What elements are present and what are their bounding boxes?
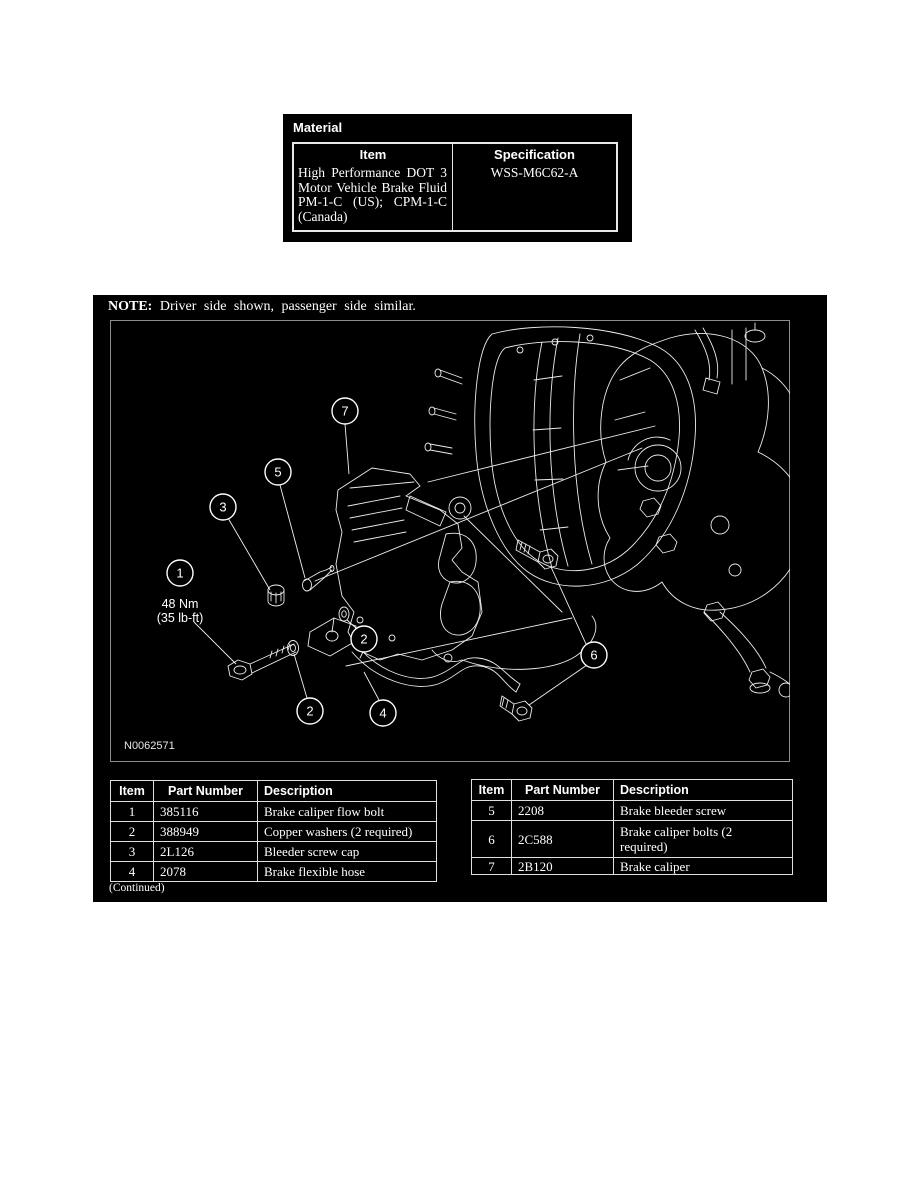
caliper-bolts-drawing [499, 539, 559, 722]
description-cell: Brake bleeder screw [613, 800, 792, 820]
brake-caliper-drawing [335, 467, 483, 663]
description-column-header: Description [257, 781, 436, 801]
description-column-header: Description [613, 780, 792, 800]
callout-2b-label: 2 [306, 704, 313, 719]
part-number-cell: 385116 [153, 801, 257, 821]
material-table-header-row: Item Specification [294, 144, 616, 165]
item-column-header: Item [119, 783, 145, 798]
callout-7-circle [331, 397, 359, 425]
material-section-title: Material [293, 120, 343, 135]
material-item-column-header: Item [294, 144, 453, 165]
description-cell: Bleeder screw cap [257, 841, 436, 861]
item-cell: 3 [111, 841, 153, 861]
parts-table-header-row: Item Part Number Description [111, 781, 436, 801]
callout-5-label: 5 [274, 465, 281, 480]
callout-5-circle [264, 458, 292, 486]
material-item-cell: High Performance DOT 3 Motor Vehicle Bra… [294, 165, 453, 230]
material-table: Item Specification High Performance DOT … [292, 142, 618, 232]
part-number-cell: 2C588 [511, 820, 613, 857]
callout-6-label: 6 [590, 648, 597, 663]
parts-table-right: Item Part Number Description 5 2208 Brak… [471, 779, 793, 875]
part-number-cell: 2B120 [511, 857, 613, 874]
description-cell: Brake caliper flow bolt [257, 801, 436, 821]
assembly-alignment-lines [314, 425, 656, 670]
description-cell: Copper washers (2 required) [257, 821, 436, 841]
note-text: Driver side shown, passenger side simila… [159, 299, 416, 314]
item-cell: 7 [472, 857, 511, 874]
material-section: Material Item Specification High Perform… [283, 114, 632, 242]
material-specification-column-header: Specification [494, 147, 575, 162]
bleeder-cap-and-screw-drawing [267, 565, 335, 607]
callout-4-label: 4 [379, 706, 386, 721]
callout-balloons: 1 2 2 3 4 5 6 7 [166, 397, 608, 727]
torque-value-line2: (35 lb-ft) [157, 611, 204, 625]
figure-id: N0062571 [124, 740, 175, 752]
callout-leader-lines [193, 423, 588, 706]
item-cell: 4 [111, 861, 153, 881]
description-cell: Brake flexible hose [257, 861, 436, 881]
flow-bolt-washers-hose-drawing [227, 606, 521, 693]
material-specification-cell: WSS-M6C62-A [490, 165, 579, 180]
note-label: NOTE: [108, 299, 153, 314]
callout-3-circle [209, 493, 237, 521]
callout-2a-label: 2 [360, 632, 367, 647]
callout-6-circle [580, 641, 608, 669]
item-cell: 1 [111, 801, 153, 821]
parts-table-header-row: Item Part Number Description [472, 780, 792, 800]
part-number-cell: 388949 [153, 821, 257, 841]
knuckle-hub-rotor-drawing [424, 322, 790, 698]
part-number-column-header: Part Number [153, 781, 257, 801]
table-row: 7 2B120 Brake caliper [472, 857, 792, 874]
part-number-cell: 2208 [511, 800, 613, 820]
item-cell: 5 [472, 800, 511, 820]
description-cell: Brake caliper [613, 857, 792, 874]
item-column-header: Item [478, 782, 505, 797]
callout-1-label: 1 [176, 566, 183, 581]
table-row: 3 2L126 Bleeder screw cap [111, 841, 436, 861]
part-number-cell: 2L126 [153, 841, 257, 861]
continued-note: (Continued) [109, 882, 165, 894]
callout-4-circle [369, 699, 397, 727]
part-number-cell: 2078 [153, 861, 257, 881]
callout-3-label: 3 [219, 500, 226, 515]
callout-2b-circle [296, 697, 324, 725]
table-row: 4 2078 Brake flexible hose [111, 861, 436, 881]
table-row: 1 385116 Brake caliper flow bolt [111, 801, 436, 821]
parts-table-left: Item Part Number Description 1 385116 Br… [110, 780, 437, 882]
table-row: 6 2C588 Brake caliper bolts (2 required) [472, 820, 792, 857]
diagram-note: NOTE: Driver side shown, passenger side … [108, 299, 416, 315]
callout-2a-circle [350, 625, 378, 653]
table-row: 2 388949 Copper washers (2 required) [111, 821, 436, 841]
callout-1-circle [166, 559, 194, 587]
material-table-row: High Performance DOT 3 Motor Vehicle Bra… [294, 165, 616, 230]
item-cell: 2 [111, 821, 153, 841]
illustration-frame-border [110, 320, 790, 762]
part-number-column-header: Part Number [511, 780, 613, 800]
brake-caliper-diagram-panel: NOTE: Driver side shown, passenger side … [93, 295, 827, 902]
callout-7-label: 7 [341, 404, 348, 419]
exploded-view-illustration: 1 2 2 3 4 5 6 7 48 Nm (35 lb-ft) N006257… [110, 320, 790, 762]
item-cell: 6 [472, 820, 511, 857]
table-row: 5 2208 Brake bleeder screw [472, 800, 792, 820]
torque-value-line1: 48 Nm [162, 597, 199, 611]
description-cell: Brake caliper bolts (2 required) [613, 820, 792, 857]
